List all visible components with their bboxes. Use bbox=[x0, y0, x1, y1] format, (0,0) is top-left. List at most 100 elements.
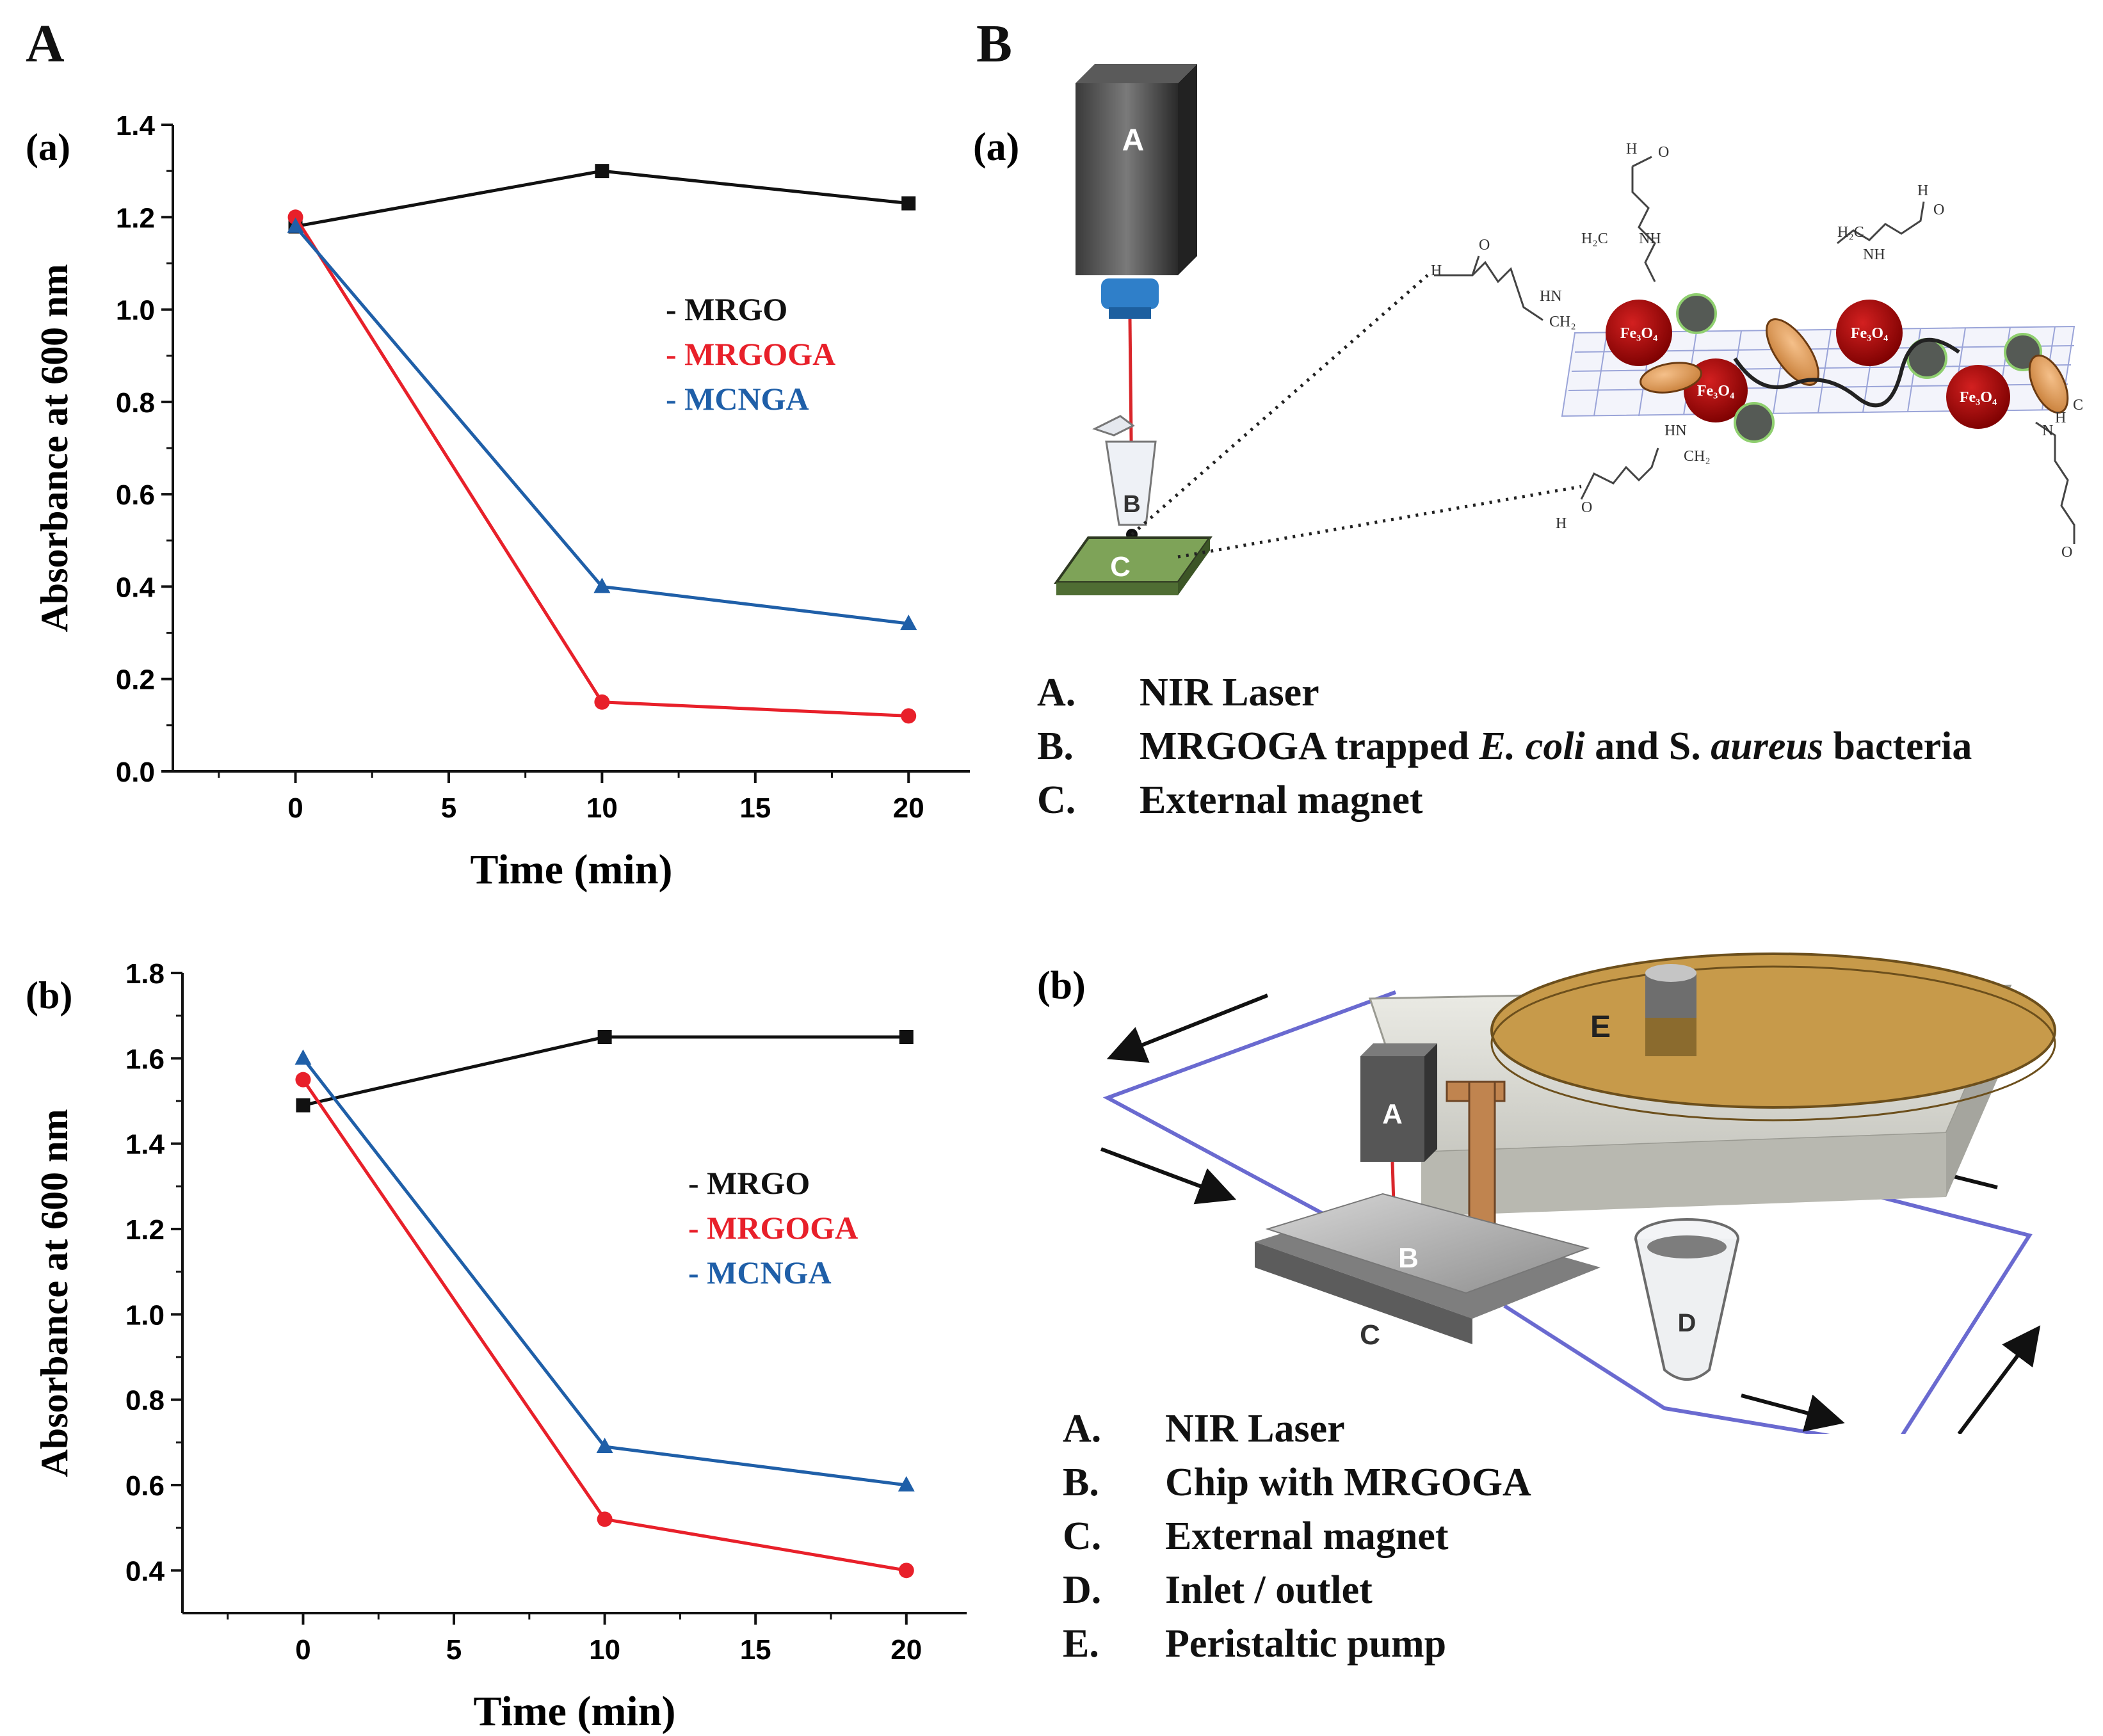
data-point-mrgoga bbox=[594, 694, 610, 710]
y-tick-label: 1.2 bbox=[116, 202, 155, 234]
x-tick-label: 20 bbox=[890, 1634, 922, 1666]
data-point-mrgoga bbox=[898, 1563, 914, 1579]
y-axis-title: Absorbance at 600 nm bbox=[33, 1109, 76, 1477]
legend-entry: - MRGOGA bbox=[688, 1210, 858, 1246]
diagram-b-legend: A.NIR Laser B.Chip with MRGOGA C.Externa… bbox=[1063, 1402, 1531, 1671]
svg-text:CH₂: CH₂ bbox=[1549, 314, 1576, 330]
panel-a-label: A bbox=[26, 14, 65, 74]
y-tick-label: 0.2 bbox=[116, 664, 155, 696]
svg-text:O: O bbox=[1479, 237, 1490, 253]
data-point-mrgo bbox=[597, 1030, 612, 1044]
legend-b-item-c: C.External magnet bbox=[1063, 1514, 1449, 1558]
svg-text:N: N bbox=[2042, 422, 2053, 439]
data-point-mrgoga bbox=[901, 708, 917, 724]
data-point-mcnga bbox=[596, 1438, 613, 1453]
series-line-mrgoga bbox=[302, 1079, 907, 1572]
x-tick-label: 0 bbox=[287, 792, 303, 824]
data-point-mrgo bbox=[595, 164, 609, 179]
tube-label: D bbox=[1678, 1309, 1696, 1337]
trapped-bacteria bbox=[1640, 318, 2069, 414]
x-axis-title: Time (min) bbox=[471, 846, 673, 893]
diagram-a-legend: A.NIR Laser B. MRGOGA trapped E. coli an… bbox=[1037, 666, 1972, 827]
legend-a-item-b: B. MRGOGA trapped E. coli and S. aureus … bbox=[1037, 724, 1972, 768]
y-tick-label: 0.4 bbox=[125, 1555, 165, 1587]
svg-text:CH₂: CH₂ bbox=[1684, 448, 1711, 465]
magnet-label: C bbox=[1360, 1319, 1380, 1351]
nir-laser: A bbox=[1076, 64, 1197, 319]
legend-a-item-a: A.NIR Laser bbox=[1037, 670, 1319, 714]
chip-label: B bbox=[1398, 1242, 1419, 1274]
inlet-outlet-tube: D bbox=[1634, 1218, 1739, 1381]
svg-text:C: C bbox=[2073, 397, 2083, 414]
legend-b-item-a: A.NIR Laser bbox=[1063, 1406, 1345, 1451]
legend-entry: - MRGOGA bbox=[666, 336, 835, 372]
svg-text:O: O bbox=[1933, 202, 1944, 218]
svg-text:Fe₃O₄: Fe₃O₄ bbox=[1851, 325, 1888, 342]
svg-text:Fe₃O₄: Fe₃O₄ bbox=[1960, 389, 1997, 406]
x-tick-label: 10 bbox=[589, 1634, 620, 1666]
y-tick-label: 1.4 bbox=[116, 110, 156, 141]
y-tick-label: 1.4 bbox=[125, 1129, 165, 1161]
x-tick-label: 5 bbox=[446, 1634, 462, 1666]
x-tick-label: 10 bbox=[586, 792, 618, 824]
x-tick-label: 20 bbox=[893, 792, 924, 824]
sample-tube: B bbox=[1092, 415, 1157, 526]
nir-laser: A bbox=[1360, 1043, 1437, 1268]
laser-label: A bbox=[1382, 1098, 1403, 1130]
y-tick-label: 1.6 bbox=[125, 1043, 165, 1075]
svg-text:O: O bbox=[1658, 144, 1669, 161]
glutaraldehyde-linkers bbox=[1434, 156, 2075, 544]
legend-entry: - MRGO bbox=[666, 291, 787, 327]
data-point-mcnga bbox=[898, 1476, 915, 1491]
svg-text:O: O bbox=[1581, 499, 1592, 516]
laser-label: A bbox=[1122, 124, 1145, 157]
svg-text:H: H bbox=[1917, 182, 1928, 199]
svg-text:HN: HN bbox=[1664, 422, 1687, 439]
diagram-b-sublabel: (b) bbox=[1037, 964, 1086, 1008]
data-point-mcnga bbox=[900, 615, 917, 631]
y-tick-label: 0.8 bbox=[116, 387, 155, 419]
svg-text:H: H bbox=[2055, 410, 2066, 426]
series-line-mcnga bbox=[294, 225, 909, 625]
y-tick-label: 1.0 bbox=[116, 295, 155, 326]
svg-text:NH: NH bbox=[1639, 230, 1661, 247]
microfluidic-loop-schematic: (b) E A C bbox=[1037, 952, 2056, 1434]
x-tick-label: 15 bbox=[739, 792, 771, 824]
x-tick-label: 5 bbox=[441, 792, 456, 824]
external-magnet: C bbox=[1054, 536, 1213, 595]
y-tick-label: 1.0 bbox=[125, 1299, 165, 1331]
x-axis-title: Time (min) bbox=[474, 1688, 676, 1735]
chart-sublabel: (b) bbox=[26, 974, 72, 1017]
panel-b-label: B bbox=[976, 14, 1013, 74]
chip: B bbox=[1265, 1193, 1590, 1294]
svg-text:Fe₃O₄: Fe₃O₄ bbox=[1697, 383, 1734, 399]
pump-label: E bbox=[1590, 1010, 1611, 1044]
series-line-mrgo bbox=[302, 1035, 906, 1107]
peristaltic-pump: E bbox=[1368, 952, 2056, 1216]
legend-b-item-d: D.Inlet / outlet bbox=[1063, 1568, 1373, 1612]
legend-a-item-c: C.External magnet bbox=[1037, 778, 1423, 822]
dark-nanoparticles bbox=[1676, 293, 2042, 443]
data-point-mcnga bbox=[294, 1049, 312, 1065]
x-tick-label: 15 bbox=[740, 1634, 771, 1666]
data-point-mrgo bbox=[901, 196, 916, 211]
svg-text:H: H bbox=[1556, 515, 1567, 532]
y-tick-label: 1.2 bbox=[125, 1214, 165, 1246]
data-point-mcnga bbox=[593, 577, 611, 593]
svg-text:NH: NH bbox=[1863, 246, 1885, 263]
legend-entry: - MCNGA bbox=[688, 1255, 832, 1290]
svg-text:Fe₃O₄: Fe₃O₄ bbox=[1620, 325, 1657, 342]
chart-sublabel: (a) bbox=[26, 126, 70, 168]
y-tick-label: 0.4 bbox=[116, 572, 156, 603]
data-point-mcnga bbox=[287, 217, 304, 233]
fe3o4-particles: Fe₃O₄ Fe₃O₄ Fe₃O₄ Fe₃O₄ bbox=[1606, 300, 2010, 429]
data-point-mrgoga bbox=[287, 209, 303, 225]
y-tick-label: 0.6 bbox=[125, 1470, 165, 1502]
legend-b-item-b: B.Chip with MRGOGA bbox=[1063, 1460, 1531, 1504]
nir-laser-schematic: (a) A B C Fe₃O₄ Fe₃O₄ Fe₃O₄ Fe₃O₄ bbox=[973, 64, 2083, 595]
data-point-mrgo bbox=[899, 1030, 914, 1044]
y-tick-label: 1.8 bbox=[125, 958, 165, 990]
svg-text:HN: HN bbox=[1540, 288, 1562, 305]
legend-entry: - MCNGA bbox=[666, 381, 809, 417]
